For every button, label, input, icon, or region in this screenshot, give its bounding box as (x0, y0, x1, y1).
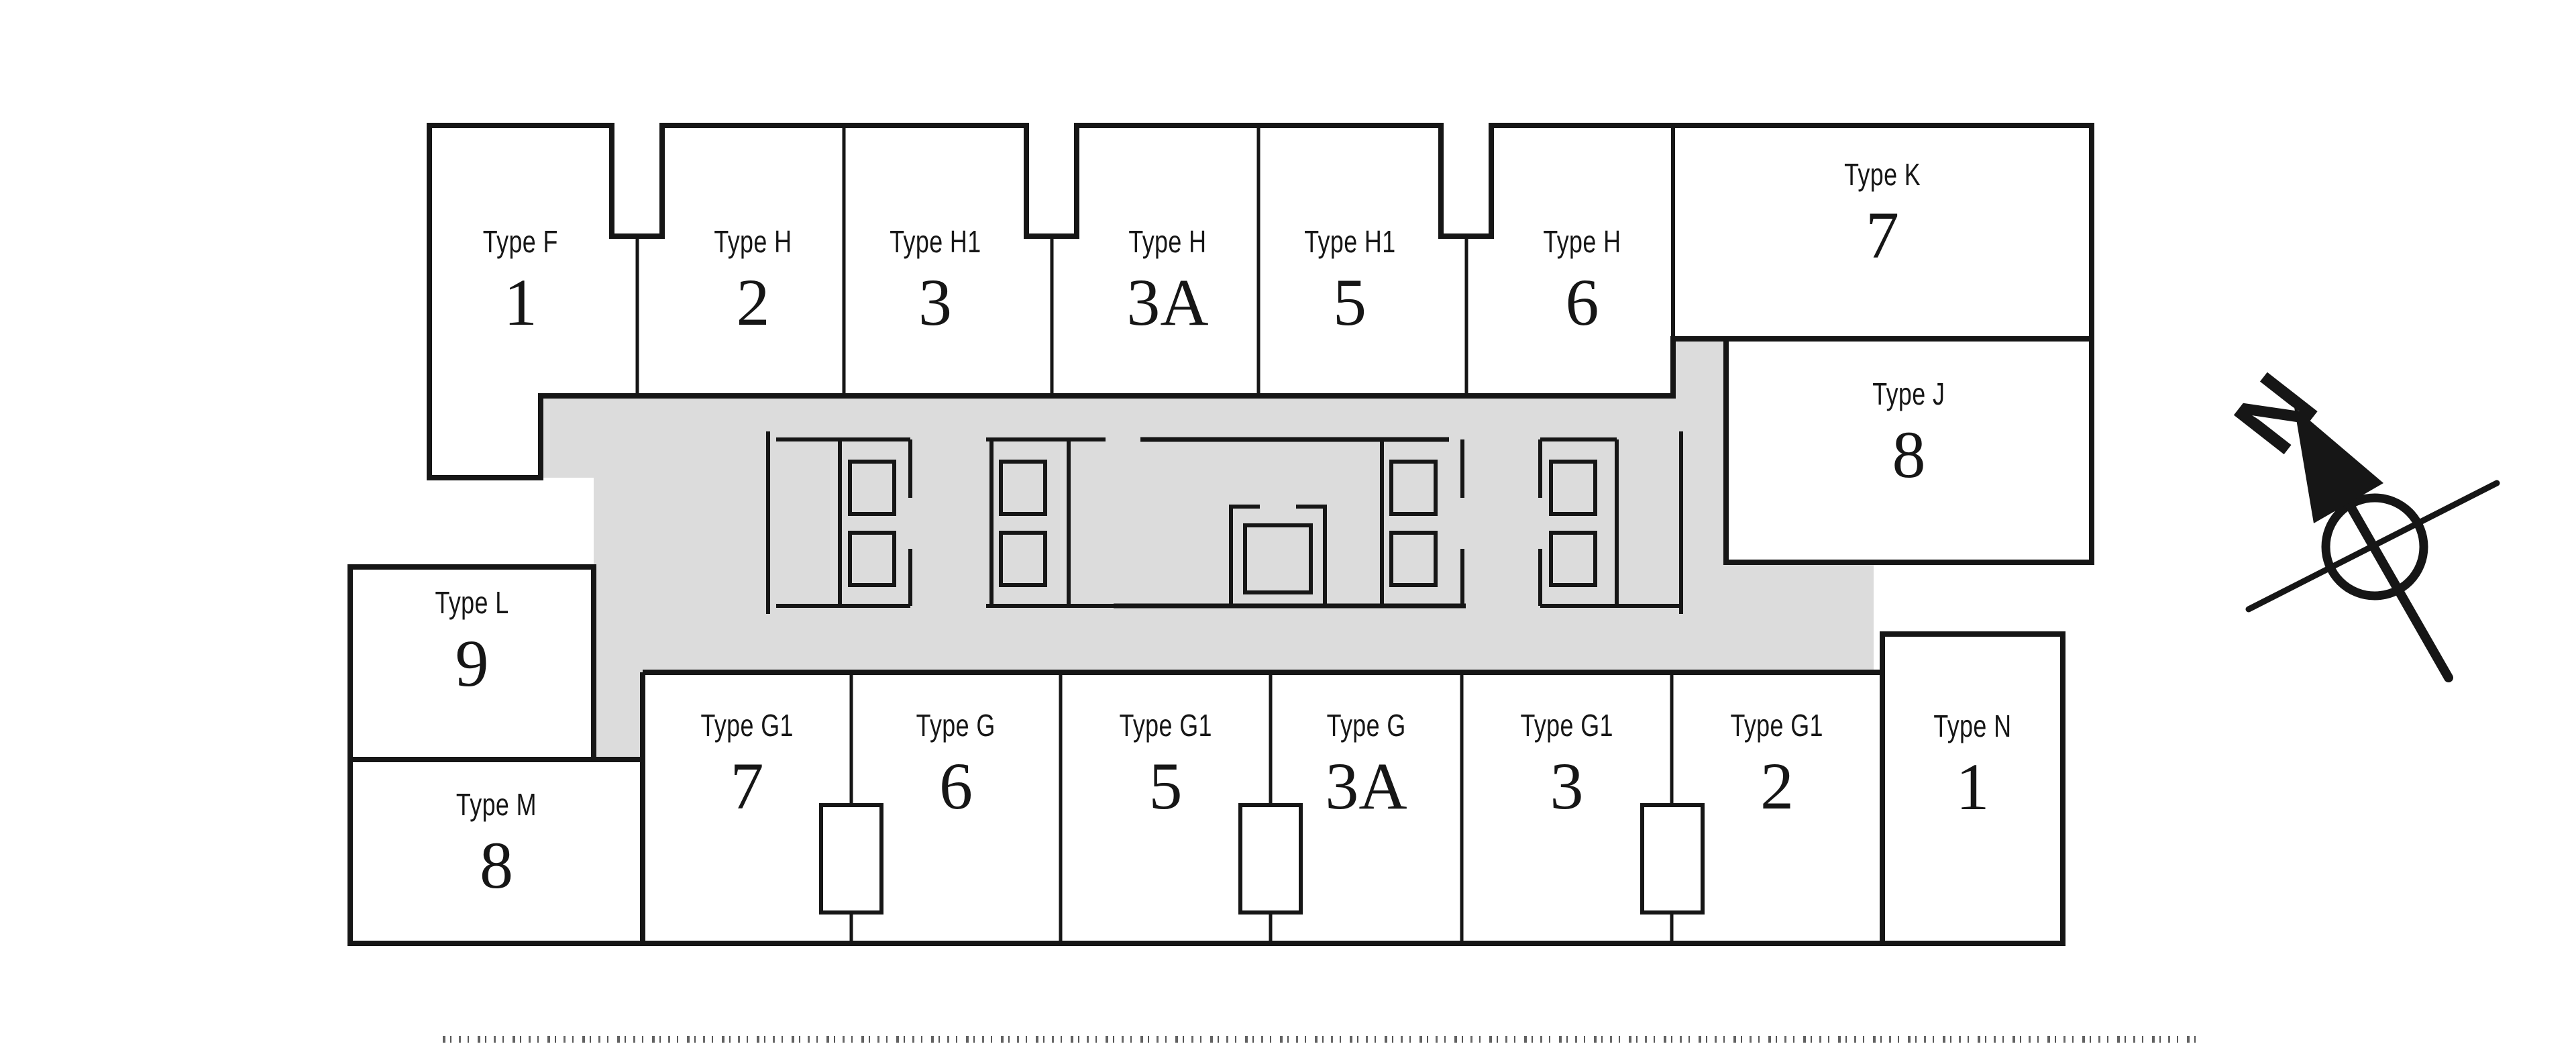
riser-box (819, 803, 883, 915)
unit-outline-type-n (1880, 631, 2065, 946)
compass-circle (2321, 493, 2428, 601)
clipped-caption-strip (443, 1036, 2200, 1043)
lift-core-symbol (1538, 431, 1683, 614)
lift-core-symbol (1229, 505, 1327, 606)
lift-core-symbol (1380, 439, 1464, 606)
compass-icon: N (2214, 355, 2500, 682)
unit-outline-type-m (347, 757, 645, 946)
bottom-row-outline (350, 670, 2063, 946)
lift-core-symbol (986, 437, 1114, 608)
lift-core-symbol (766, 431, 912, 614)
riser-box (1238, 803, 1303, 915)
corridor-area (541, 339, 1874, 760)
corridor-wall-lines (1114, 437, 1466, 609)
riser-box (1640, 803, 1705, 915)
unit-outline-type-l (347, 564, 596, 762)
building-outline-top (427, 123, 2094, 565)
compass-arrow-head (2294, 407, 2383, 523)
compass-arrow-shaft (2343, 497, 2453, 682)
